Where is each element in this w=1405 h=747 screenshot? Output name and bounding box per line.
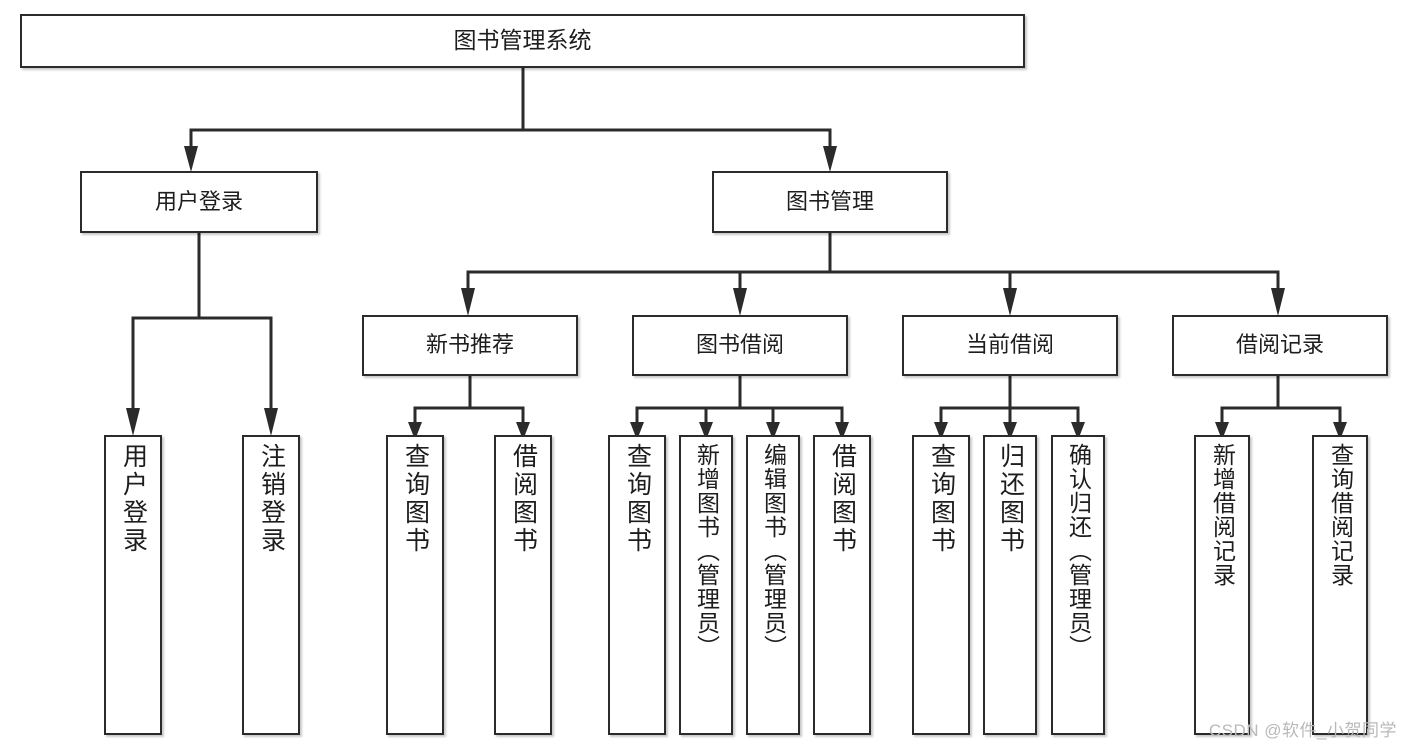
node-label: 用户登录 xyxy=(154,188,243,214)
leaf-book-borrow-action[interactable]: 借阅图书 xyxy=(813,435,871,735)
node-book-management[interactable]: 图书管理 xyxy=(712,171,948,233)
node-label: 当前借阅 xyxy=(965,332,1054,358)
node-new-book-recommend[interactable]: 新书推荐 xyxy=(362,315,578,376)
node-book-borrow[interactable]: 图书借阅 xyxy=(632,315,848,376)
node-label: 借阅记录 xyxy=(1235,332,1324,358)
node-label: 图书管理 xyxy=(785,188,874,214)
leaf-current-query[interactable]: 查询图书 xyxy=(912,435,970,735)
node-label: 图书管理系统 xyxy=(453,27,592,54)
node-label: 新增借阅记录 xyxy=(1209,443,1236,587)
watermark: CSDN @软件_小贺同学 xyxy=(1208,721,1397,740)
leaf-book-add-admin[interactable]: 新增图书（管理员） xyxy=(679,435,733,735)
node-label: 借阅图书 xyxy=(509,443,538,555)
leaf-current-return[interactable]: 归还图书 xyxy=(983,435,1037,735)
node-label: 图书借阅 xyxy=(695,332,784,358)
node-label: 用户登录 xyxy=(119,443,148,555)
leaf-user-login[interactable]: 用户登录 xyxy=(104,435,162,735)
leaf-current-confirm-return-admin[interactable]: 确认归还（管理员） xyxy=(1051,435,1105,735)
node-label: 归还图书 xyxy=(996,443,1025,555)
node-label: 确认归还（管理员） xyxy=(1065,443,1092,659)
node-label: 新增图书（管理员） xyxy=(693,443,720,659)
node-label: 查询图书 xyxy=(927,443,956,555)
node-user-login[interactable]: 用户登录 xyxy=(80,171,318,233)
leaf-book-query[interactable]: 查询图书 xyxy=(608,435,666,735)
node-label: 查询图书 xyxy=(623,443,652,555)
leaf-record-query[interactable]: 查询借阅记录 xyxy=(1312,435,1368,735)
node-label: 编辑图书（管理员） xyxy=(760,443,787,659)
leaf-new-book-query[interactable]: 查询图书 xyxy=(386,435,444,735)
node-label: 新书推荐 xyxy=(425,332,514,358)
node-label: 查询图书 xyxy=(401,443,430,555)
node-root-system[interactable]: 图书管理系统 xyxy=(20,14,1025,68)
node-current-borrow[interactable]: 当前借阅 xyxy=(902,315,1118,376)
node-borrow-record[interactable]: 借阅记录 xyxy=(1172,315,1388,376)
leaf-new-book-borrow[interactable]: 借阅图书 xyxy=(494,435,552,735)
leaf-record-add[interactable]: 新增借阅记录 xyxy=(1194,435,1250,735)
node-label: 注销登录 xyxy=(257,443,286,555)
node-label: 借阅图书 xyxy=(828,443,857,555)
leaf-user-logout[interactable]: 注销登录 xyxy=(242,435,300,735)
leaf-book-edit-admin[interactable]: 编辑图书（管理员） xyxy=(746,435,800,735)
node-label: 查询借阅记录 xyxy=(1327,443,1354,587)
